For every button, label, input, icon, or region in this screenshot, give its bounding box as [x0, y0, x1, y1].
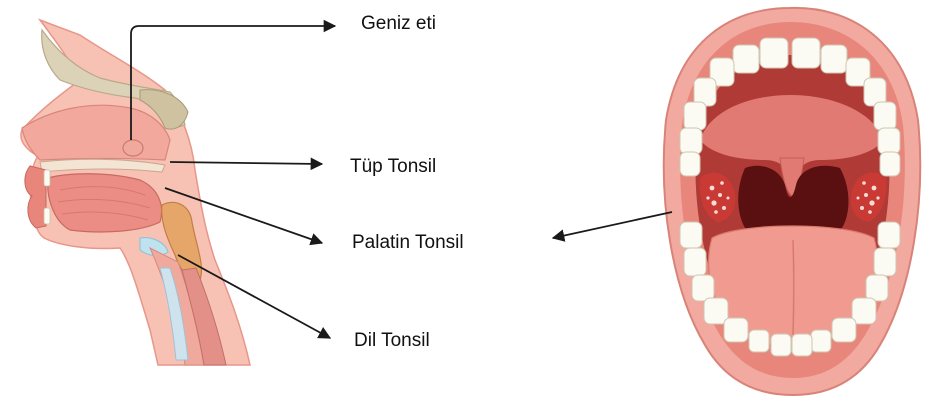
adenoid-tonsil: [123, 140, 143, 156]
lips-sagittal: [25, 166, 46, 228]
arrow-palatine-mouth: [553, 212, 672, 238]
lower-incisor: [44, 208, 50, 224]
tongue-sagittal: [48, 174, 162, 232]
open-mouth-illustration: [664, 8, 920, 395]
label-lingual-tonsil: Dil Tonsil: [354, 330, 430, 352]
label-tubal-tonsil: Tüp Tonsil: [350, 156, 436, 178]
head-sagittal-illustration: [21, 20, 250, 365]
label-palatine-tonsil: Palatin Tonsil: [352, 232, 464, 254]
label-adenoid: Geniz eti: [361, 13, 436, 35]
upper-incisor: [44, 170, 50, 186]
tongue-groove: [793, 240, 794, 335]
